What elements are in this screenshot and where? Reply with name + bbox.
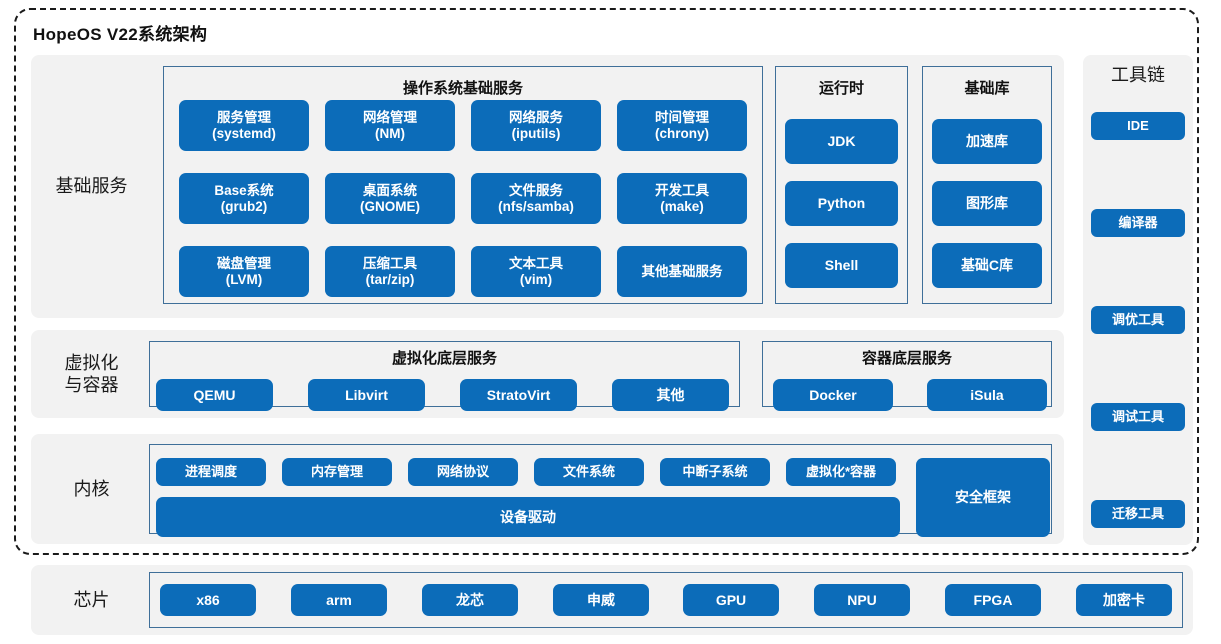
chip-runtime-1[interactable]: JDK: [785, 119, 898, 164]
group-title-os-base-services: 操作系统基础服务: [402, 80, 523, 97]
toolchain-label: 工具链: [1111, 64, 1165, 85]
chip-hw-6[interactable]: NPU: [814, 584, 910, 616]
chip-kernel-3[interactable]: 网络协议: [408, 458, 518, 486]
row-label-base-services: 基础服务: [55, 176, 128, 197]
group-title-virtualization-base: 虚拟化底层服务: [391, 350, 497, 367]
chip-os-base-12[interactable]: 其他基础服务: [617, 246, 747, 297]
chip-kernel-6[interactable]: 虚拟化*容器: [786, 458, 896, 486]
group-title-base-library: 基础库: [964, 80, 1010, 97]
chip-base-library-3[interactable]: 基础C库: [932, 243, 1042, 288]
chip-base-library-1[interactable]: 加速库: [932, 119, 1042, 164]
chip-virt-3[interactable]: StratoVirt: [460, 379, 577, 411]
chip-virt-1[interactable]: QEMU: [156, 379, 273, 411]
chip-os-base-10[interactable]: 压缩工具(tar/zip): [325, 246, 455, 297]
chip-hw-7[interactable]: FPGA: [945, 584, 1041, 616]
chip-container-1[interactable]: Docker: [773, 379, 893, 411]
chip-os-base-7[interactable]: 文件服务(nfs/samba): [471, 173, 601, 224]
os-boundary-frame: [14, 8, 1199, 555]
chip-toolchain-1[interactable]: IDE: [1091, 112, 1185, 140]
chip-virt-4[interactable]: 其他: [612, 379, 729, 411]
chip-os-base-2[interactable]: 网络管理(NM): [325, 100, 455, 151]
chip-kernel-2[interactable]: 内存管理: [282, 458, 392, 486]
chip-os-base-6[interactable]: 桌面系统(GNOME): [325, 173, 455, 224]
chip-kernel-security-framework[interactable]: 安全框架: [916, 458, 1050, 537]
chip-os-base-9[interactable]: 磁盘管理(LVM): [179, 246, 309, 297]
chip-hw-4[interactable]: 申威: [553, 584, 649, 616]
group-title-container-base: 容器底层服务: [861, 350, 952, 367]
chip-kernel-1[interactable]: 进程调度: [156, 458, 266, 486]
chip-toolchain-3[interactable]: 调优工具: [1091, 306, 1185, 334]
chip-hw-8[interactable]: 加密卡: [1076, 584, 1172, 616]
chip-virt-2[interactable]: Libvirt: [308, 379, 425, 411]
row-label-chip-layer: 芯片: [73, 589, 110, 610]
chip-hw-1[interactable]: x86: [160, 584, 256, 616]
chip-base-library-2[interactable]: 图形库: [932, 181, 1042, 226]
chip-os-base-5[interactable]: Base系统(grub2): [179, 173, 309, 224]
chip-kernel-device-driver[interactable]: 设备驱动: [156, 497, 900, 537]
page-title: HopeOS V22系统架构: [33, 25, 208, 44]
chip-hw-2[interactable]: arm: [291, 584, 387, 616]
row-label-virtualization: 虚拟化与容器: [64, 352, 119, 396]
chip-kernel-4[interactable]: 文件系统: [534, 458, 644, 486]
chip-container-2[interactable]: iSula: [927, 379, 1047, 411]
row-label-kernel: 内核: [73, 478, 110, 499]
chip-hw-3[interactable]: 龙芯: [422, 584, 518, 616]
group-title-runtime: 运行时: [818, 80, 864, 97]
chip-toolchain-2[interactable]: 编译器: [1091, 209, 1185, 237]
chip-os-base-8[interactable]: 开发工具(make): [617, 173, 747, 224]
chip-kernel-5[interactable]: 中断子系统: [660, 458, 770, 486]
chip-runtime-2[interactable]: Python: [785, 181, 898, 226]
chip-toolchain-4[interactable]: 调试工具: [1091, 403, 1185, 431]
chip-os-base-3[interactable]: 网络服务(iputils): [471, 100, 601, 151]
chip-os-base-11[interactable]: 文本工具(vim): [471, 246, 601, 297]
chip-os-base-1[interactable]: 服务管理(systemd): [179, 100, 309, 151]
chip-hw-5[interactable]: GPU: [683, 584, 779, 616]
chip-toolchain-5[interactable]: 迁移工具: [1091, 500, 1185, 528]
chip-os-base-4[interactable]: 时间管理(chrony): [617, 100, 747, 151]
chip-runtime-3[interactable]: Shell: [785, 243, 898, 288]
